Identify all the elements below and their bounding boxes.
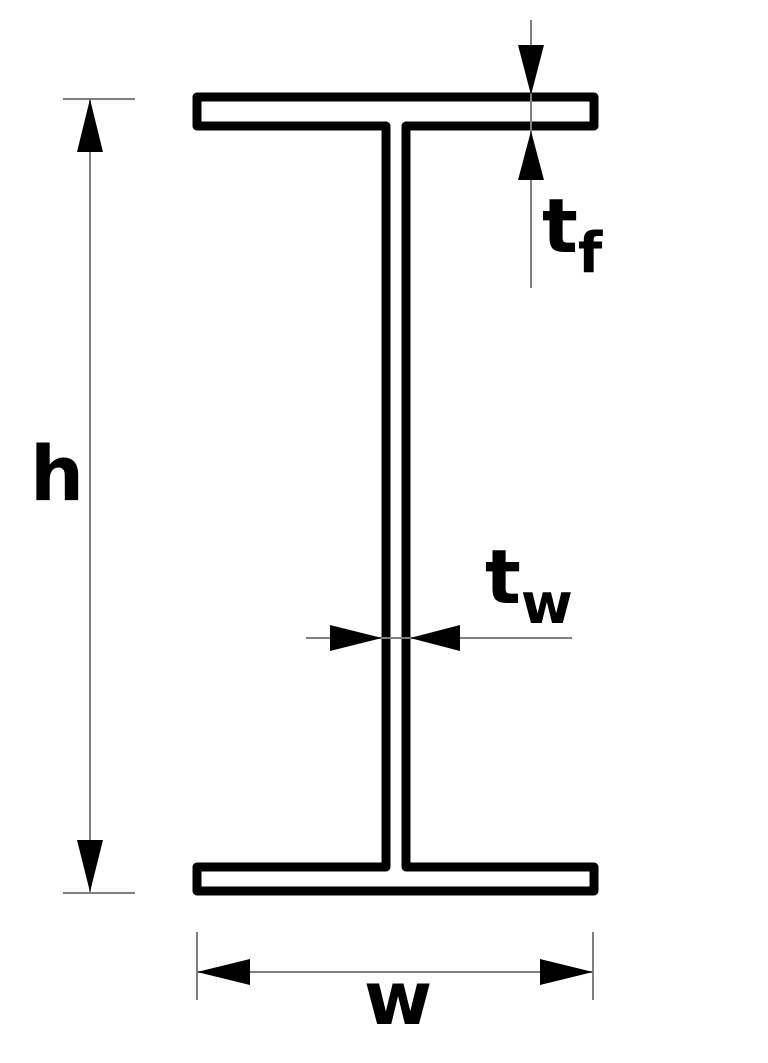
height-arrowhead-down (77, 840, 103, 892)
web-thickness-label: tw (485, 540, 573, 633)
width-arrowhead-right (540, 959, 593, 985)
i-beam-outline (192, 92, 599, 896)
width-label: w (363, 956, 433, 1042)
flange-thickness-label-main: t (542, 182, 578, 270)
flange-thickness-label-subscript: f (577, 221, 603, 286)
web-thickness-arrowhead-right (330, 625, 382, 651)
web-thickness-label-subscript: w (520, 572, 573, 637)
width-arrowhead-left (197, 959, 250, 985)
flange-thickness-dimension (518, 20, 544, 288)
height-arrowhead-up (77, 99, 103, 152)
web-thickness-arrowhead-left (410, 625, 460, 651)
height-dimension (63, 98, 135, 894)
flange-thickness-arrowhead-up (518, 131, 544, 180)
width-dimension (196, 932, 594, 1000)
flange-thickness-arrowhead-down (518, 45, 544, 95)
flange-thickness-label: tf (542, 189, 602, 282)
web-thickness-label-main: t (485, 533, 521, 621)
web-thickness-dimension (306, 625, 572, 651)
height-label: h (30, 429, 85, 518)
